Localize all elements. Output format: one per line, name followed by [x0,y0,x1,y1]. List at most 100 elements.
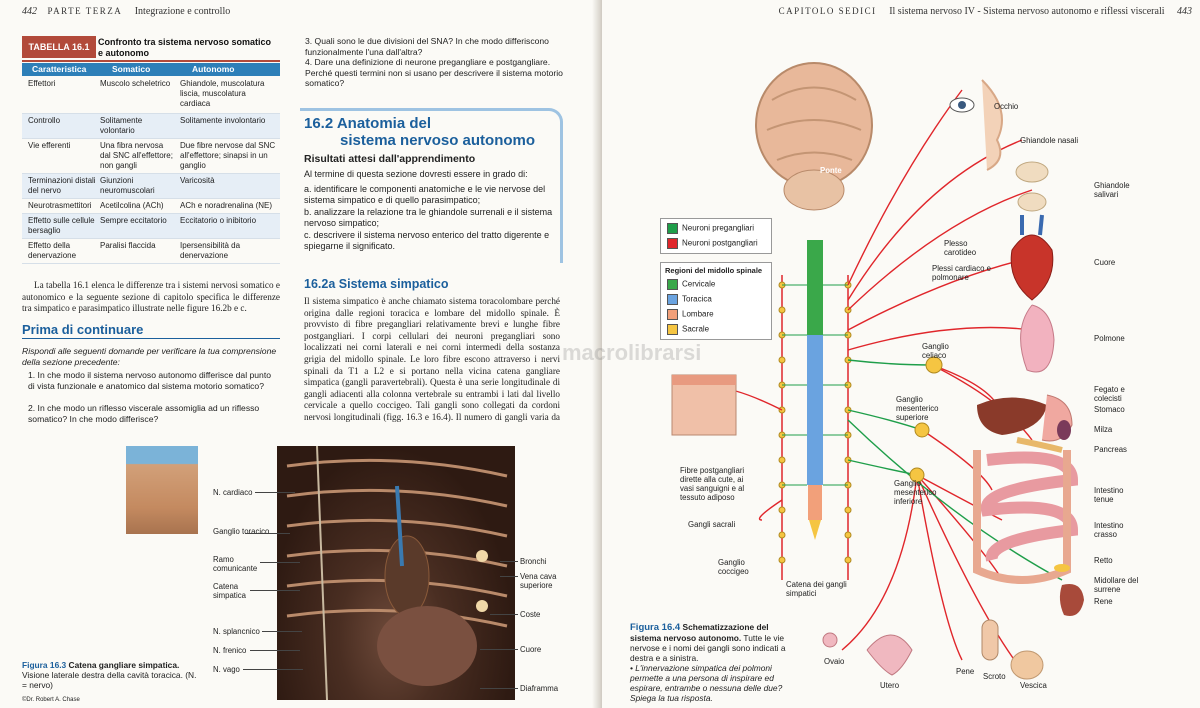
fig163-label: N. frenico [213,646,247,655]
table-row: Effetto della denervazione Paralisi flac… [22,239,280,264]
fig163-caption: Figura 16.3 Catena gangliare simpatica. … [22,660,202,690]
table-cell: Una fibra nervosa dal SNC all'effettore;… [100,141,173,170]
table-cell: Eccitatorio o inibitorio [180,216,257,225]
section-goal: a. identificare le componenti anatomiche… [304,184,546,205]
leader-line [480,649,518,650]
leader-line [490,614,518,615]
before-instruction: Rispondi alle seguenti domande per verif… [22,346,277,367]
chapter-label: CAPITOLO SEDICI [778,6,877,16]
fig163-label: Ramo comunicante [213,555,258,573]
section-goal: b. analizzare la relazione tra le ghiand… [304,207,553,228]
ans-diagram [671,62,1084,680]
legend-regions-title: Regioni del midollo spinale [665,266,763,275]
dissection-drawing [286,446,508,700]
fig163-label: Catena simpatica [213,582,246,600]
fig163-label: Ganglio toracico [213,527,270,536]
label-pancreas: Pancreas [1094,445,1127,454]
question-4: 4. Dare una definizione di neurone prega… [305,57,563,89]
legend-label: Lombare [682,309,714,319]
legend-swatch [667,223,678,234]
section-lead: Al termine di questa sezione dovresti es… [304,169,528,179]
leader-line [250,590,300,591]
label-fegato: Fegato e colecisti [1094,385,1125,403]
leader-line [480,688,518,689]
fig163-label: N. vago [213,665,240,674]
label-ponte: Ponte [820,166,842,175]
table-row: Vie efferenti Una fibra nervosa dal SNC … [22,139,280,174]
table-row: Effetto sulle cellule bersaglio Sempre e… [22,214,280,239]
label-cuore: Cuore [1094,258,1116,267]
leader-line [255,492,295,493]
leader-line [260,562,300,563]
fig163-number: Figura 16.3 [22,660,67,670]
subsection-title: 16.2a Sistema simpatico [304,277,449,291]
before-continue-title: Prima di continuare [22,322,144,337]
label-plesso-carotideo: Plesso carotideo [944,239,977,257]
table-cell: Giunzioni neuromuscolari [100,176,155,195]
leader-line [500,561,518,562]
legend-item: Neuroni postgangliari [667,238,758,249]
fig164-question: • L'innervazione simpatica dei polmoni p… [630,663,783,703]
legend-swatch [667,309,678,320]
table-body: Effettori Muscolo scheletrico Ghiandole,… [22,77,280,264]
left-page: 442 PARTE TERZA Integrazione e controllo… [0,0,598,708]
label-stomaco: Stomaco [1094,405,1125,414]
right-running-head: CAPITOLO SEDICI Il sistema nervoso IV - … [779,6,1192,17]
subsection-text: Il sistema simpatico è anche chiamato si… [304,296,560,426]
section-number: 16.2 [304,115,334,132]
leader-line [245,533,290,534]
label-catena: Catena dei gangli simpatici [786,580,847,598]
legend-label: Cervicale [682,279,716,289]
fig164-caption: Figura 16.4 Schematizzazione del sistema… [630,622,790,703]
table-cell: Muscolo scheletrico [100,79,171,88]
body-thumbnail [126,446,198,534]
col-header: Somatico [112,64,151,74]
table-row: Neurotrasmettitori Acetilcolina (ACh) AC… [22,199,280,214]
table-cell: Neurotrasmettitori [28,201,92,210]
label-rene: Rene [1094,597,1113,606]
watermark: macrolibrarsi [562,340,702,365]
intro-paragraph: La tabella 16.1 elenca le differenze tra… [22,280,280,314]
legend-label: Neuroni pregangliari [682,223,755,233]
legend-item: Sacrale [667,324,709,335]
label-occhio: Occhio [994,102,1019,111]
fig164-text: Tutte le vie nervose e i nomi dei gangli… [630,633,786,663]
table-cell: Effetto della denervazione [28,241,77,260]
label-ganglio-mes-sup: Ganglio mesenterico superiore [896,395,939,422]
leader-line [243,669,303,670]
table-cell: Solitamente volontario [100,116,143,135]
label-ghiandole-salivari: Ghiandole salivari [1094,181,1130,199]
fig163-label: N. splancnico [213,627,260,636]
leader-line [262,631,302,632]
legend-swatch [667,238,678,249]
fig163-text: Visione laterale destra della cavità tor… [22,670,197,690]
before-question: 2. In che modo un riflesso viscerale ass… [28,403,260,424]
section-box [300,108,563,263]
label-pene: Pene [956,667,975,676]
table-cell: Ghiandole, muscolatura liscia, muscolatu… [180,79,265,108]
legend-label: Neuroni postgangliari [682,238,758,248]
table-row: Terminazioni distali del nervo Giunzioni… [22,174,280,199]
right-page-number: 443 [1177,6,1192,17]
fig163-label: Diaframma [520,684,559,693]
leader-line [500,576,518,577]
label-utero: Utero [880,681,900,690]
label-intestino-crasso: Intestino crasso [1094,521,1124,539]
label-ganglio-celiaco: Ganglio celiaco [922,342,949,360]
dissection-photo [277,446,515,700]
table-rule [22,60,280,62]
table-cell: Controllo [28,116,61,125]
legend-swatch [667,279,678,290]
table-cell: Acetilcolina (ACh) [100,201,164,210]
legend-item: Lombare [667,309,714,320]
fig164-title: Schematizzazione del sistema nervoso aut… [630,622,769,643]
label-intestino-tenue: Intestino tenue [1094,486,1124,504]
legend-swatch [667,324,678,335]
left-running-head: 442 PARTE TERZA Integrazione e controllo [22,6,230,17]
table-tag: TABELLA 16.1 [22,36,96,58]
table-cell: Paralisi flaccida [100,241,156,250]
table-cell: Effetto sulle cellule bersaglio [28,216,95,235]
label-vescica: Vescica [1020,681,1047,690]
legend-label: Toracica [682,294,712,304]
fig163-label: Cuore [520,645,542,654]
